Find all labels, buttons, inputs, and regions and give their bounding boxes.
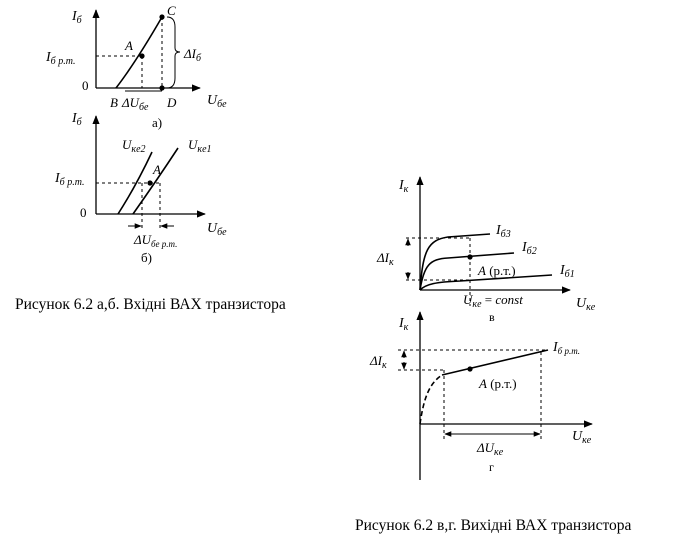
graph-b-y-tick-label: Iб р.т. [54,171,85,188]
graph-d-x-axis-label: Uкe [572,429,592,446]
caption-right: Рисунок 6.2 в,г. Вихідні ВАХ транзистора [355,517,632,534]
graph-d: Iк Uкe Iб р.т. ΔIк A (р.т.) ΔUкe г [369,311,593,480]
graph-d-caption: г [489,460,494,474]
graph-d-y-axis-label: Iк [398,316,409,333]
graph-a-delta-u: ΔUбе [121,95,149,113]
graph-a-y-tick-label: Iб р.т. [45,50,76,67]
graph-a-y-axis-label: Iб [71,9,83,26]
graph-a-curve [115,16,163,89]
graph-a-label-b: B [110,95,118,110]
graph-a-brace [166,16,181,89]
graph-a-label-d: D [166,95,177,110]
graph-a-zero: 0 [82,78,89,93]
graph-a-label-a: A [124,38,133,53]
graph-a: Iб Uбе Iб р.т. 0 A B C D ΔIб ΔUбе а) [45,3,227,130]
graph-c-curve-ib2 [419,252,515,291]
graph-c-curve-ib1-label: Iб1 [559,263,575,280]
graph-b-caption: б) [141,250,152,265]
graph-b-x-axis-label: Uбе [207,221,227,238]
graph-b-zero: 0 [80,205,87,220]
graph-c-delta-i: ΔIк [376,250,394,268]
graph-c-x-axis-label: Uкe [576,296,596,313]
graph-d-point-a-label: A (р.т.) [478,376,517,391]
graph-b: Iб Uбе Iб р.т. 0 A Uкe2 Uкe1 ΔUбе р.т. б… [54,111,227,265]
graph-b-curve-uke2 [117,151,153,215]
graph-d-curve-label: Iб р.т. [552,340,580,356]
graph-a-point-d [159,85,165,91]
graph-c-curve-ib2-label: Iб2 [521,240,537,257]
graph-c-curve-ib3-label: Iб3 [495,223,511,240]
graph-b-y-axis-label: Iб [71,111,83,128]
graph-d-delta-i: ΔIк [369,353,387,371]
graph-a-delta-i: ΔIб [183,46,202,64]
graph-b-curve-uke1-label: Uкe1 [188,137,212,155]
graph-a-caption: а) [152,115,162,130]
graph-a-point-a [139,53,145,59]
graph-c-curve-ib3 [419,233,491,291]
graph-c-y-axis-label: Iк [398,178,409,195]
graph-c-caption: в [489,310,495,324]
graph-d-curve [441,349,549,376]
graph-b-label-a: A [152,162,161,177]
graph-a-point-c [159,14,165,20]
graph-d-delta-u: ΔUкe [476,440,504,458]
graph-b-delta-u: ΔUбе р.т. [133,232,177,249]
graph-c-const-label: Uкe = const [463,292,523,310]
graph-c: Iк Uкe Iб3 Iб2 Iб1 ΔIк A (р.т.) Uкe = co… [376,176,596,324]
graph-a-x-axis-label: Uбе [207,93,227,110]
graph-b-curve-uke1 [132,147,179,215]
graph-c-curve-ib1 [419,274,553,291]
graph-c-point-a [467,254,473,260]
caption-left: Рисунок 6.2 а,б. Вхідні ВАХ транзистора [15,296,286,313]
graph-d-point-a [467,366,473,372]
graph-b-curve-uke2-label: Uкe2 [122,137,146,155]
graph-a-label-c: C [167,3,176,18]
graph-d-curve-dashed [419,374,443,425]
graph-b-point-a [147,180,153,186]
graph-c-point-a-label: A (р.т.) [477,263,516,278]
